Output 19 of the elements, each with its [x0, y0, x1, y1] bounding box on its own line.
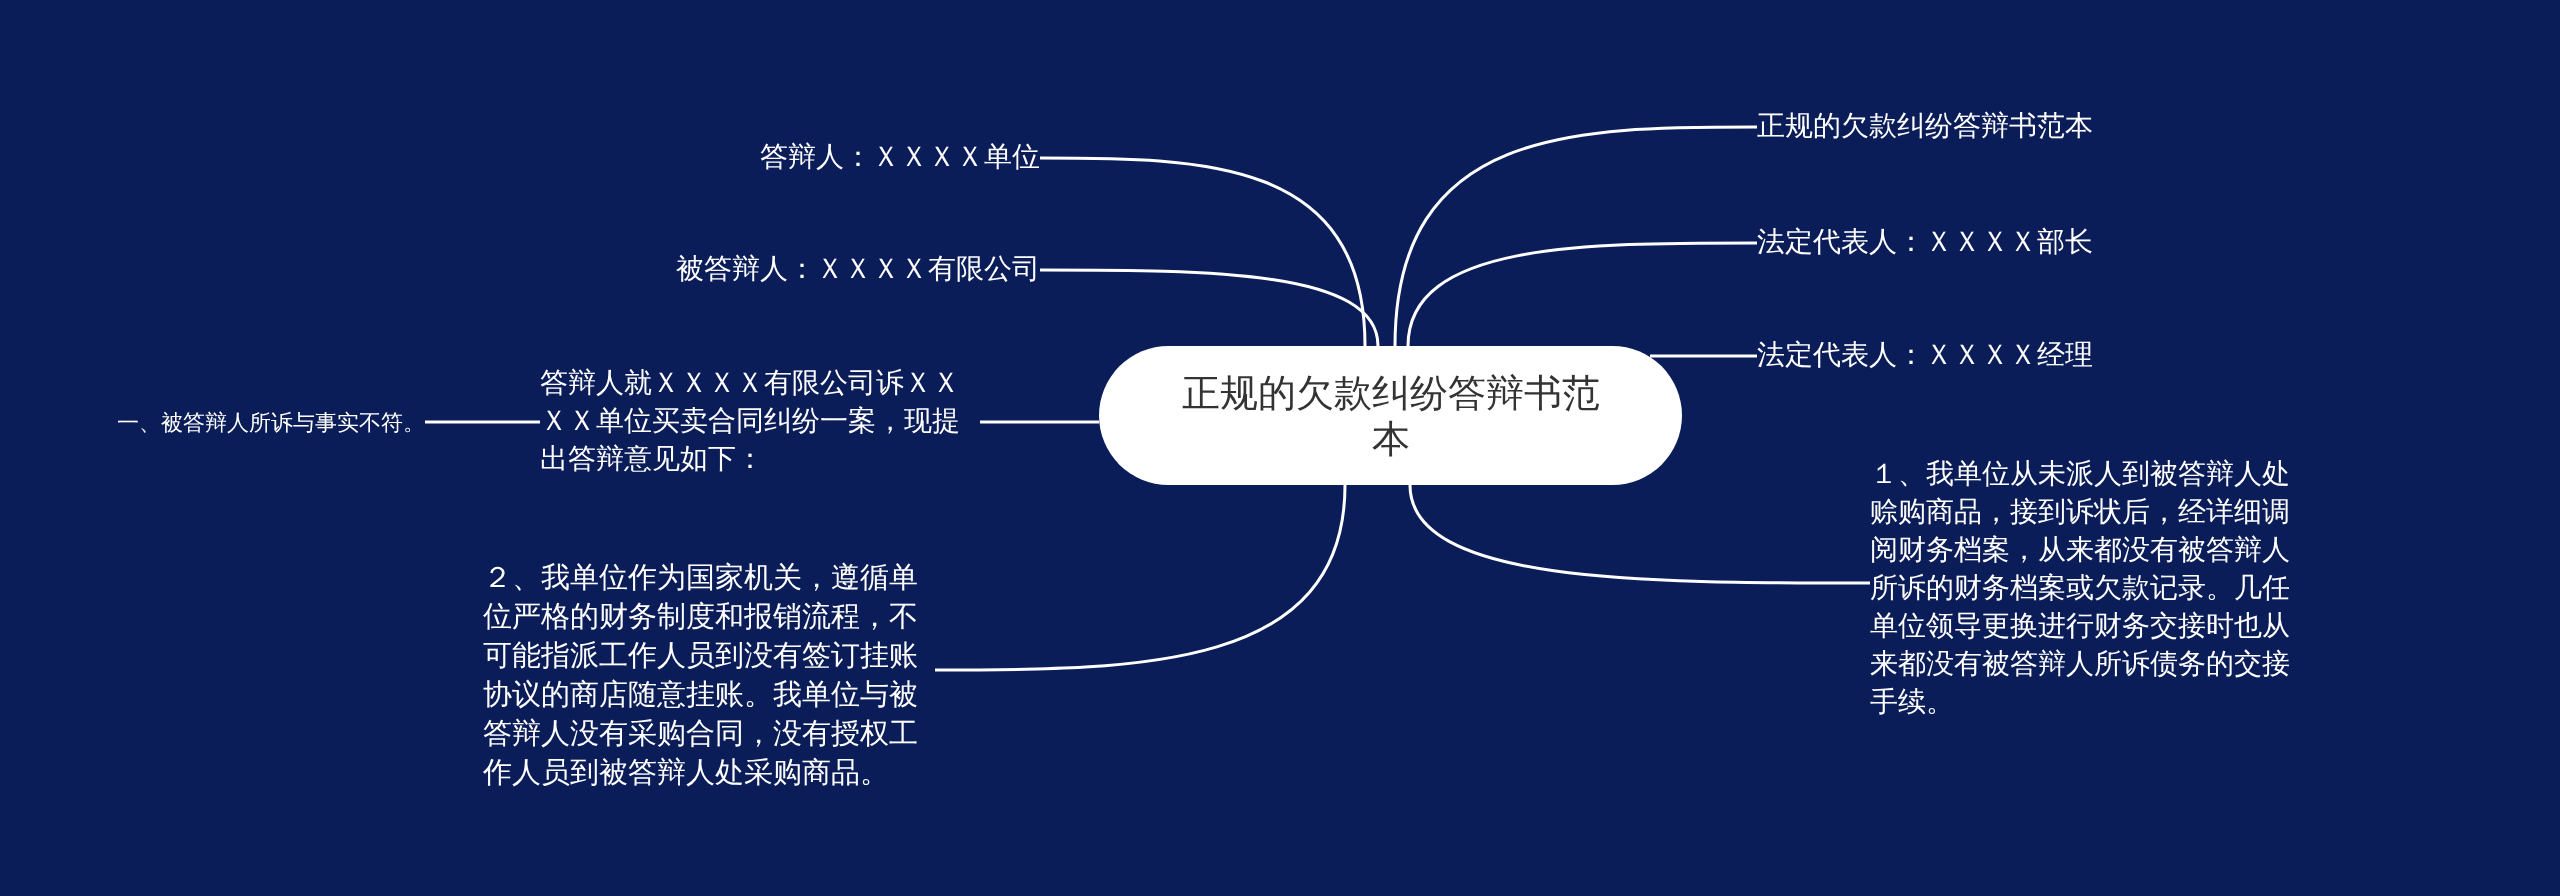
topic-label: ２、我单位作为国家机关，遵循单位严格的财务制度和报销流程，不可能指派工作人员到没有签订挂账协议的商店随意挂账。我单位与被答辩人没有采购合同，没有授权工作人员到被答辩人处采购商品。	[483, 558, 935, 792]
connector-line	[1650, 354, 1757, 358]
central-topic: 正规的欠款纠纷答辩书范本	[1099, 346, 1682, 485]
connector-line	[1406, 241, 1757, 347]
topic-label: 答辩人：ＸＸＸＸ单位	[760, 138, 1040, 176]
topic-label: 答辩人就ＸＸＸＸ有限公司诉ＸＸＸＸ单位买卖合同纠纷一案，现提出答辩意见如下：	[540, 364, 980, 478]
topic-label: 法定代表人：ＸＸＸＸ部长	[1757, 223, 2093, 261]
topic-label: 正规的欠款纠纷答辩书范本	[1757, 107, 2093, 145]
connector-line	[1040, 268, 1380, 347]
topic-label: 一、被答辩人所诉与事实不符。	[117, 408, 425, 438]
connector-line	[1393, 125, 1757, 347]
connector-line	[425, 420, 540, 424]
topic-label: １、我单位从未派人到被答辩人处赊购商品，接到诉状后，经详细调阅财务档案，从来都没有被答辩人所诉的财务档案或欠款记录。几任单位领导更换进行财务交接时也从来都没有被答辩人所诉债务的交接手续。	[1870, 455, 2310, 721]
topic-label: 被答辩人：ＸＸＸＸ有限公司	[676, 250, 1040, 288]
connector-line	[1040, 156, 1367, 347]
connector-line	[1408, 484, 1870, 585]
topic-label: 法定代表人：ＸＸＸＸ经理	[1757, 336, 2093, 374]
connector-line	[980, 420, 1099, 424]
connector-line	[935, 484, 1347, 672]
